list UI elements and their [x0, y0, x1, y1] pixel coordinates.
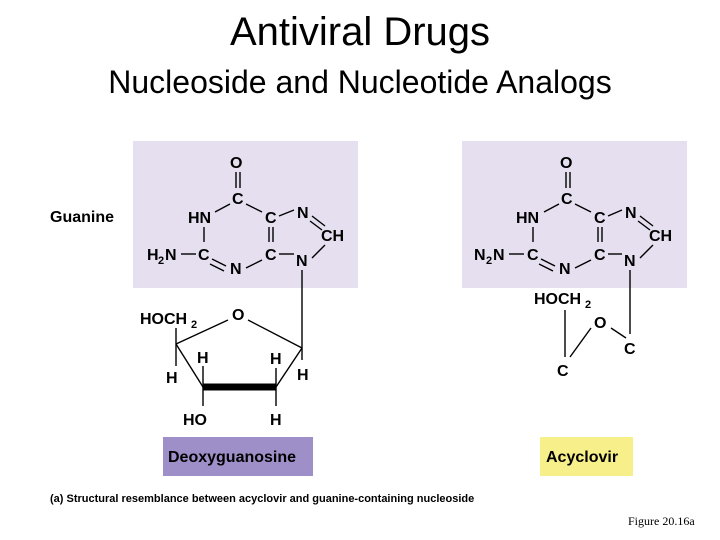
atom-n: N: [624, 253, 636, 270]
atom-h: H: [270, 351, 282, 368]
svg-text:2: 2: [486, 255, 492, 267]
atom-ch: CH: [649, 228, 672, 245]
atom-c: C: [265, 210, 277, 227]
atom-c: C: [232, 191, 244, 208]
atom-h: H: [197, 350, 209, 367]
atom-n: N: [296, 253, 308, 270]
atom-hn: HN: [516, 210, 539, 227]
page-subtitle: Nucleoside and Nucleotide Analogs: [108, 64, 612, 100]
deoxyguanosine-box: [163, 437, 313, 476]
atom-o: O: [594, 315, 606, 332]
atom-c: C: [265, 247, 277, 264]
deoxyguanosine-structure: O C HN C N CH H 2 N C N C N: [140, 155, 344, 429]
atom-n: N: [625, 205, 637, 222]
acyclovir-label: Acyclovir: [546, 449, 618, 466]
acyclovir-box: [540, 437, 633, 476]
guanine-box-right: [462, 141, 687, 288]
atom-o: O: [230, 155, 242, 172]
figure-reference: Figure 20.16a: [628, 514, 695, 528]
atom-h: H: [166, 370, 178, 387]
atom-hoch2: HOCH: [140, 311, 187, 328]
atom-c: C: [198, 247, 210, 264]
figure-caption: (a) Structural resemblance between acycl…: [50, 493, 474, 505]
guanine-label: Guanine: [50, 209, 114, 226]
deoxyguanosine-label: Deoxyguanosine: [168, 449, 296, 466]
atom-n: N: [230, 261, 242, 278]
atom-n: N: [297, 205, 309, 222]
atom-c: C: [561, 191, 573, 208]
atom-o: O: [560, 155, 572, 172]
atom-c: C: [624, 341, 636, 358]
atom-hn: HN: [188, 210, 211, 227]
atom-ho: HO: [183, 412, 207, 429]
atom-ch: CH: [321, 228, 344, 245]
atom-h: H: [270, 412, 282, 429]
atom-o: O: [232, 307, 244, 324]
atom-n: N: [559, 261, 571, 278]
svg-text:2: 2: [585, 299, 591, 311]
atom-n: N: [474, 247, 486, 264]
atom-c: C: [594, 210, 606, 227]
acyclovir-structure: O C HN C N CH N 2 N C N C N HOCH 2 O: [474, 155, 672, 380]
atom-c: C: [527, 247, 539, 264]
guanine-box-left: [133, 141, 358, 288]
page-title: Antiviral Drugs: [229, 10, 491, 54]
svg-text:2: 2: [191, 319, 197, 331]
atom-hoch2: HOCH: [534, 291, 581, 308]
atom-n: N: [493, 247, 505, 264]
atom-c: C: [557, 363, 569, 380]
atom-n: N: [165, 247, 177, 264]
atom-c: C: [594, 247, 606, 264]
atom-h: H: [147, 247, 159, 264]
atom-h: H: [297, 367, 309, 384]
svg-text:2: 2: [158, 255, 164, 267]
